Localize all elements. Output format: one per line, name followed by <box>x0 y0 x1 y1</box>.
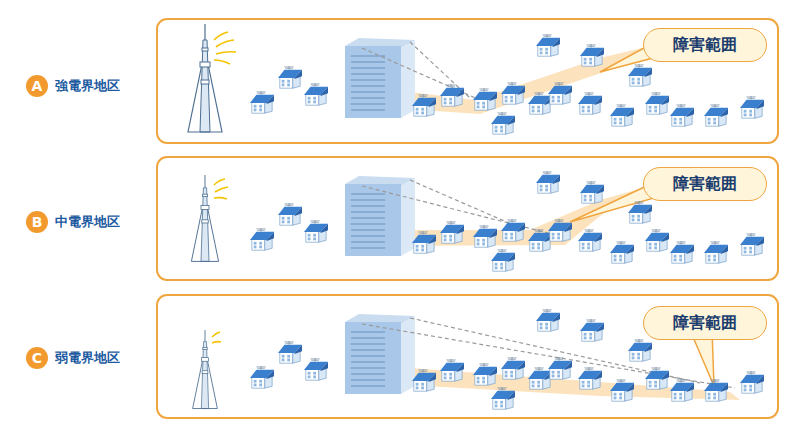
house <box>412 369 436 391</box>
callout-text: 障害範囲 <box>673 313 737 334</box>
house <box>304 220 328 242</box>
house <box>250 366 274 388</box>
district-badge: A <box>26 75 48 97</box>
house <box>412 231 436 253</box>
radio-waves <box>212 32 236 343</box>
house <box>304 83 328 105</box>
house <box>491 387 515 409</box>
house <box>578 229 602 251</box>
house <box>704 241 728 263</box>
house <box>645 92 669 114</box>
house <box>548 82 572 104</box>
house <box>491 112 515 134</box>
district-label: 弱電界地区 <box>55 349 120 367</box>
house <box>740 371 764 393</box>
building <box>345 314 415 394</box>
house <box>578 367 602 389</box>
callout-bubble: 障害範囲 <box>643 167 767 201</box>
house <box>704 379 728 401</box>
house <box>536 34 560 56</box>
house <box>304 358 328 380</box>
badge-letter: A <box>32 78 43 94</box>
district-badge: B <box>26 211 48 233</box>
house <box>278 66 302 88</box>
house <box>580 181 604 203</box>
badge-letter: C <box>32 350 42 366</box>
district-panel <box>157 19 778 143</box>
house <box>740 233 764 255</box>
house <box>610 379 634 401</box>
house <box>528 229 552 251</box>
house <box>628 201 652 223</box>
house <box>278 203 302 225</box>
house <box>645 367 669 389</box>
house <box>250 91 274 113</box>
house <box>628 339 652 361</box>
house <box>548 357 572 379</box>
house <box>440 84 464 106</box>
house <box>501 82 525 104</box>
district-label: 中電界地区 <box>55 213 120 231</box>
house <box>580 319 604 341</box>
district-panel <box>157 295 778 418</box>
building <box>345 176 415 256</box>
district-badge: C <box>26 347 48 369</box>
house <box>628 64 652 86</box>
callout-text: 障害範囲 <box>673 35 737 56</box>
building <box>345 38 415 118</box>
house <box>740 96 764 118</box>
house <box>440 221 464 243</box>
house <box>250 228 274 250</box>
house <box>473 88 497 110</box>
house <box>704 104 728 126</box>
house <box>536 309 560 331</box>
house <box>473 225 497 247</box>
callout-text: 障害範囲 <box>673 174 737 195</box>
house <box>670 104 694 126</box>
house <box>473 363 497 385</box>
house <box>528 92 552 114</box>
houses <box>250 34 764 409</box>
house <box>580 44 604 66</box>
house <box>610 104 634 126</box>
district-panel <box>157 157 778 280</box>
house <box>440 359 464 381</box>
house <box>548 219 572 241</box>
house <box>412 94 436 116</box>
callout-bubble: 障害範囲 <box>643 306 767 340</box>
house <box>670 241 694 263</box>
house <box>278 341 302 363</box>
house <box>501 357 525 379</box>
house <box>501 219 525 241</box>
house <box>670 379 694 401</box>
tv-tower <box>188 24 222 409</box>
district-label: 強電界地区 <box>55 77 120 95</box>
callout-bubble: 障害範囲 <box>643 28 767 62</box>
house <box>578 92 602 114</box>
house <box>491 249 515 271</box>
house <box>536 171 560 193</box>
house <box>528 367 552 389</box>
house <box>645 229 669 251</box>
house <box>610 241 634 263</box>
badge-letter: B <box>32 214 43 230</box>
